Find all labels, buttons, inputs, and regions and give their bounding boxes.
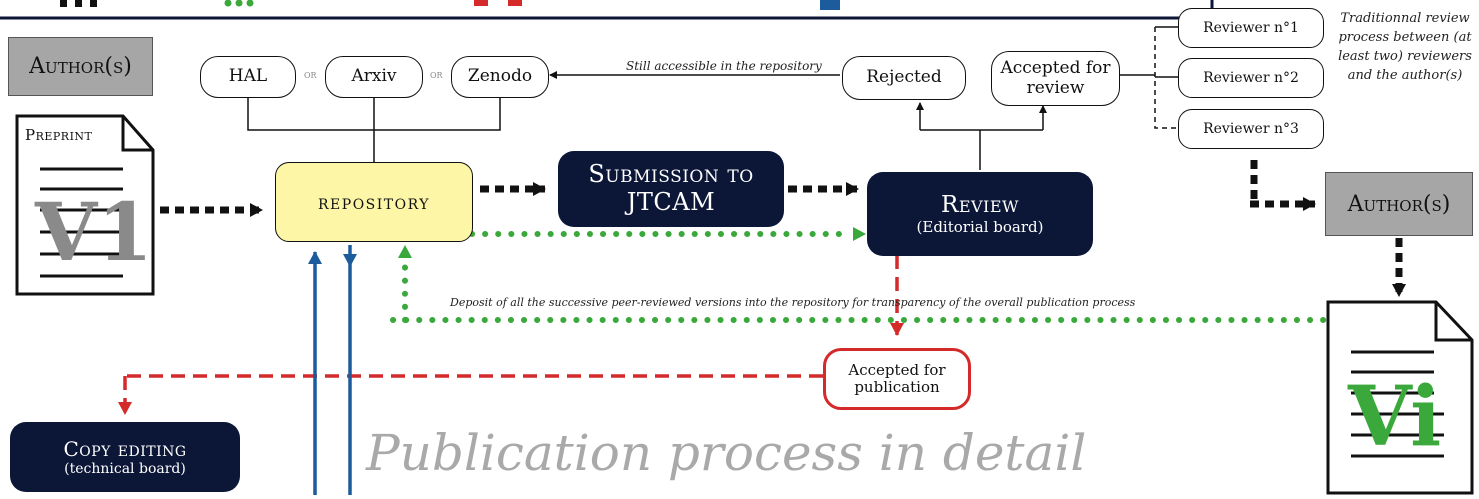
version-vi-label: Vi	[1348, 369, 1442, 465]
final-document: Vi	[1326, 300, 1474, 495]
authors-right-label: Author(s)	[1347, 191, 1451, 217]
submission-label: Submission to JTCAM	[588, 160, 754, 216]
review-box: Review (Editorial board)	[867, 172, 1093, 256]
still-accessible-note: Still accessible in the repository	[626, 59, 822, 73]
or-label-2: OR	[430, 71, 443, 80]
repository-label: repository	[318, 190, 430, 214]
copy-editing-title: Copy editing	[63, 437, 187, 461]
red-dashed-arrows	[118, 255, 904, 415]
reviewer-1: Reviewer n°1	[1178, 8, 1324, 48]
repository-box: repository	[275, 162, 473, 242]
accepted-for-review-box: Accepted for review	[991, 51, 1120, 106]
authors-box: Author(s)	[8, 37, 153, 96]
authors-box-right: Author(s)	[1325, 172, 1473, 236]
submission-box: Submission to JTCAM	[558, 151, 784, 227]
arxiv-repository: Arxiv	[325, 56, 423, 98]
preprint-document: Preprint V1	[15, 114, 155, 296]
hal-repository: HAL	[200, 56, 296, 98]
rejected-box: Rejected	[842, 56, 966, 100]
version-v1-label: V1	[35, 185, 153, 279]
authors-label: Author(s)	[29, 54, 132, 79]
legend-remnant	[0, 0, 1214, 20]
reviewer-3: Reviewer n°3	[1178, 109, 1324, 149]
process-title: Publication process in detail	[366, 424, 1087, 482]
traditional-review-note: Traditionnal review process between (at …	[1338, 11, 1472, 83]
accepted-for-publication-box: Accepted for publication	[823, 348, 971, 410]
review-title: Review	[941, 192, 1019, 218]
copy-editing-box: Copy editing (technical board)	[10, 422, 240, 492]
green-dotted-arrows	[390, 231, 1333, 323]
green-arrowheads	[398, 227, 866, 258]
zenodo-repository: Zenodo	[451, 56, 549, 98]
preprint-label: Preprint	[25, 126, 93, 144]
black-dotted-arrows	[160, 160, 1406, 297]
review-subtitle: (Editorial board)	[916, 218, 1044, 236]
document-icon	[15, 114, 155, 296]
or-label-1: OR	[304, 71, 317, 80]
copy-editing-subtitle: (technical board)	[64, 461, 186, 477]
blue-arrows	[308, 245, 357, 495]
repository-connectors	[247, 26, 1178, 170]
reviewer-2: Reviewer n°2	[1178, 58, 1324, 98]
document-icon-final	[1326, 300, 1474, 495]
deposit-note: Deposit of all the successive peer-revie…	[450, 296, 1136, 309]
